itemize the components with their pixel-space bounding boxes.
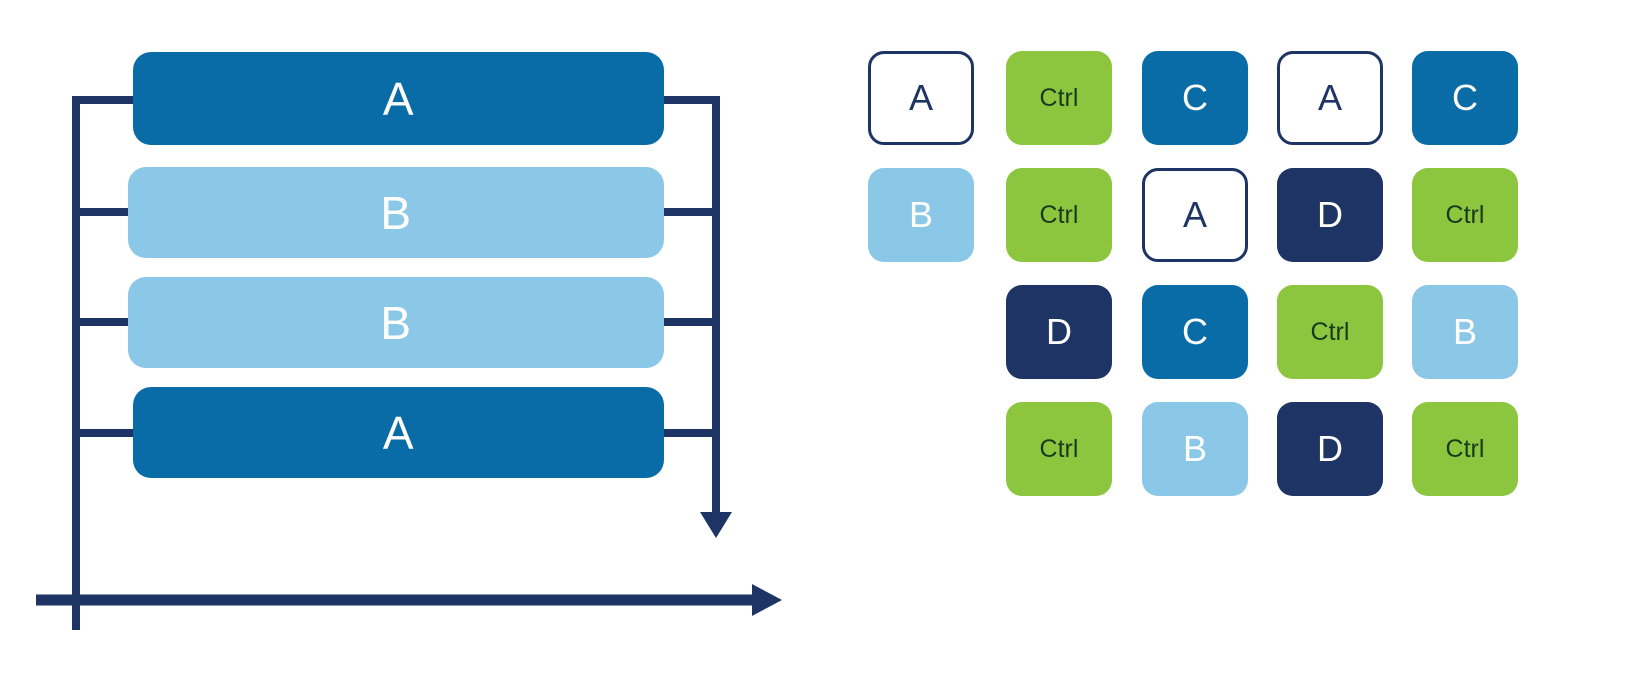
tile-r1c3-label: C	[1182, 77, 1208, 118]
tile-r2c5[interactable]: Ctrl	[1412, 168, 1518, 262]
flow-bar-2-label: B	[380, 186, 412, 239]
tile-r3c2[interactable]: D	[1006, 285, 1112, 379]
tile-r1c5[interactable]: C	[1412, 51, 1518, 145]
tile-r1c2-label: Ctrl	[1039, 83, 1079, 112]
flow-bar-3-label: B	[380, 296, 412, 349]
tile-r4c2[interactable]: Ctrl	[1006, 402, 1112, 496]
tile-r1c5-label: C	[1452, 77, 1478, 118]
tile-r4c3[interactable]: B	[1142, 402, 1248, 496]
tile-r3c3-label: C	[1182, 311, 1208, 352]
tile-r1c4-label: A	[1317, 77, 1342, 118]
timeline-arrow-icon	[752, 584, 782, 616]
tile-r4c4-label: D	[1317, 428, 1343, 469]
tile-r3c4-label: Ctrl	[1310, 317, 1350, 346]
tile-r2c2[interactable]: Ctrl	[1006, 168, 1112, 262]
tile-r2c1-label: B	[908, 194, 933, 235]
tile-r1c2[interactable]: Ctrl	[1006, 51, 1112, 145]
process-flow-panel: A B B A	[0, 0, 820, 688]
output-arrow-icon	[700, 512, 732, 538]
tile-r2c3[interactable]: A	[1142, 168, 1248, 262]
tile-r1c4[interactable]: A	[1277, 51, 1383, 145]
tile-r2c4-label: D	[1317, 194, 1343, 235]
flow-bar-1[interactable]: A	[133, 52, 664, 145]
flow-bar-4-label: A	[382, 406, 415, 459]
tile-r4c5[interactable]: Ctrl	[1412, 402, 1518, 496]
flow-bar-4[interactable]: A	[133, 387, 664, 478]
tile-r4c4[interactable]: D	[1277, 402, 1383, 496]
flow-bar-2[interactable]: B	[128, 167, 664, 258]
tile-r3c3[interactable]: C	[1142, 285, 1248, 379]
tile-grid-panel: A Ctrl C A C B Ctrl A D Ctrl D C Ctrl	[868, 51, 1528, 501]
tile-r1c1[interactable]: A	[868, 51, 974, 145]
tile-r4c3-label: B	[1182, 428, 1207, 469]
tile-r2c5-label: Ctrl	[1445, 200, 1485, 229]
tile-r2c4[interactable]: D	[1277, 168, 1383, 262]
tile-r3c5[interactable]: B	[1412, 285, 1518, 379]
tile-r2c1[interactable]: B	[868, 168, 974, 262]
flow-connector-lines	[36, 96, 782, 630]
flow-bar-3[interactable]: B	[128, 277, 664, 368]
tile-r4c5-label: Ctrl	[1445, 434, 1485, 463]
tile-r2c3-label: A	[1182, 194, 1207, 235]
tile-r3c5-label: B	[1452, 311, 1477, 352]
tile-r3c4[interactable]: Ctrl	[1277, 285, 1383, 379]
tile-r4c2-label: Ctrl	[1039, 434, 1079, 463]
tile-r1c1-label: A	[908, 77, 933, 118]
flow-bar-1-label: A	[382, 72, 415, 125]
tile-r2c2-label: Ctrl	[1039, 200, 1079, 229]
tile-r3c2-label: D	[1046, 311, 1072, 352]
tile-r1c3[interactable]: C	[1142, 51, 1248, 145]
